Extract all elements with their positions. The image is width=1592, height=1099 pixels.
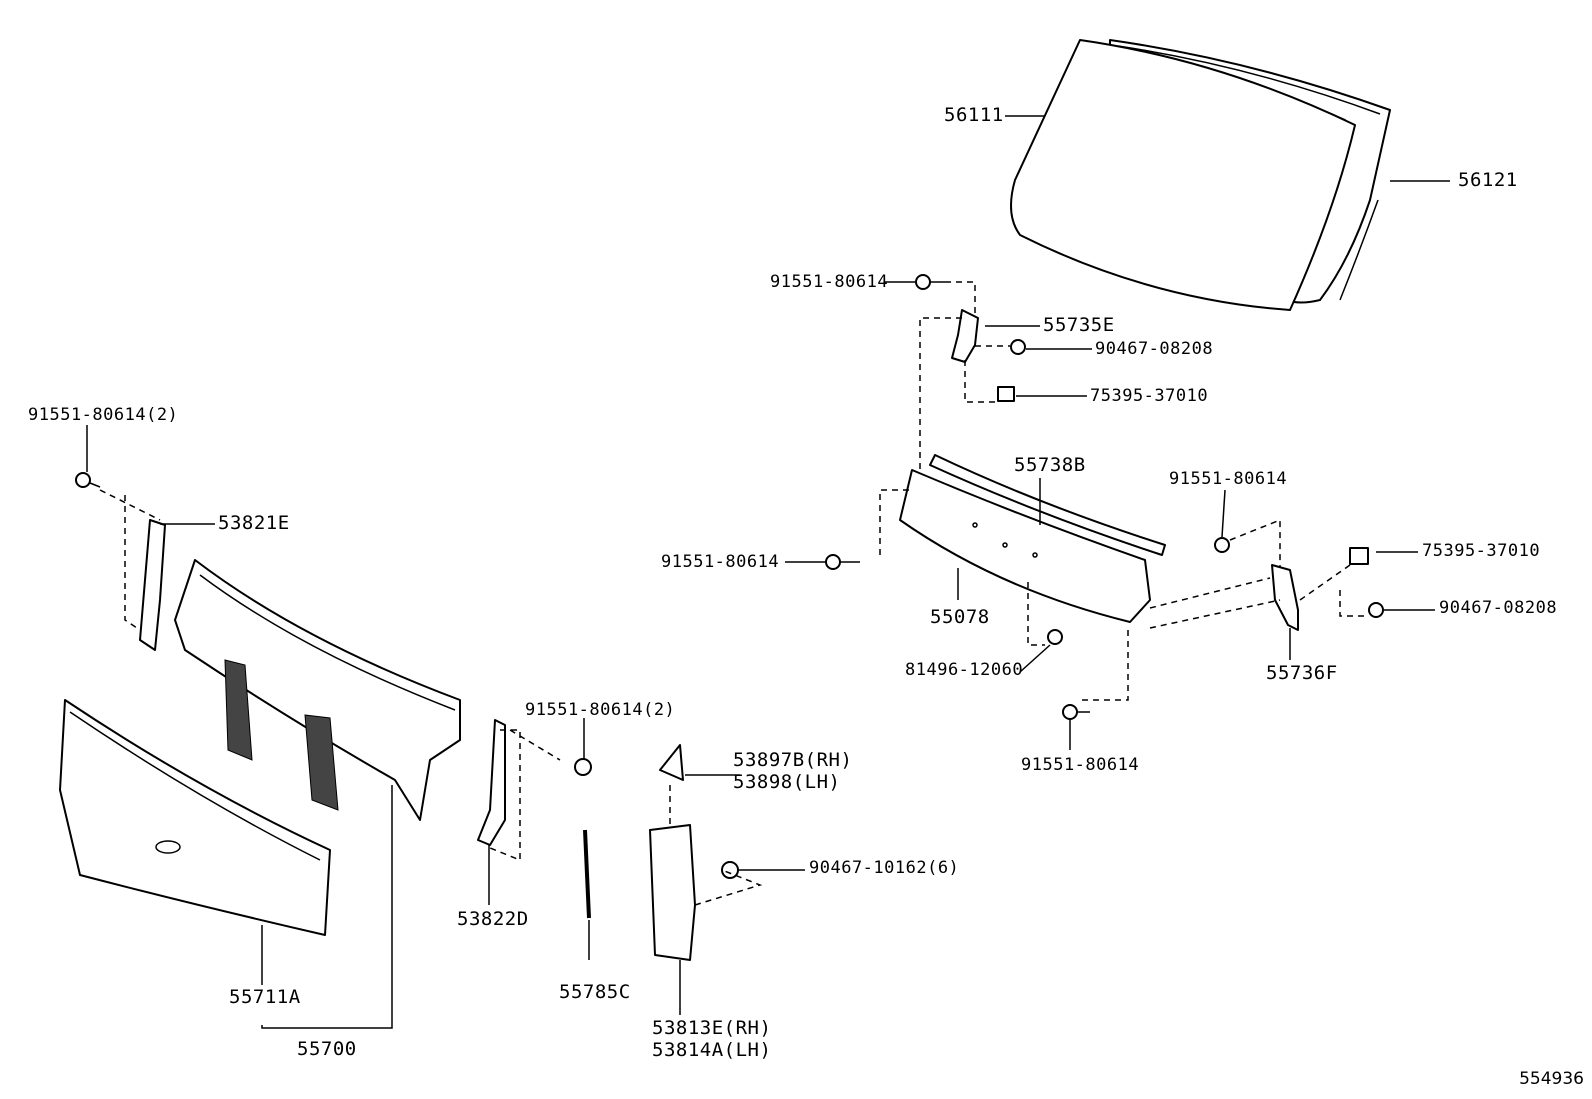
clip-81496	[1047, 629, 1063, 645]
label-55711A: 55711A	[229, 986, 301, 1008]
label-56111: 56111	[944, 104, 1004, 126]
nut-90467-right	[1368, 602, 1384, 618]
label-90467-08208-right: 90467-08208	[1439, 598, 1558, 618]
bolt-91551-left	[75, 472, 101, 488]
bracket-53821E	[139, 519, 166, 651]
label-55736F: 55736F	[1266, 662, 1338, 684]
bolt-91551-left-louver	[825, 554, 860, 570]
label-81496-12060: 81496-12060	[905, 660, 1024, 680]
cowl-side-panel-53813E	[649, 824, 696, 961]
label-90467-10162-6: 90467-10162(6)	[809, 858, 960, 878]
cowl-side-cap-53897B	[659, 744, 684, 781]
label-53813E-53814A: 53813E(RH) 53814A(LH)	[652, 1017, 772, 1062]
label-75395-37010-upper: 75395-37010	[1090, 386, 1209, 406]
label-56121: 56121	[1458, 169, 1518, 191]
cowl-louver-55078	[899, 469, 1151, 623]
label-55700: 55700	[297, 1038, 357, 1060]
label-91551-80614-right: 91551-80614	[1169, 469, 1288, 489]
bolt-91551-center	[574, 758, 592, 776]
label-55738B: 55738B	[1014, 454, 1086, 476]
bolt-91551-upper	[915, 274, 945, 290]
label-91551-80614-louver-lower: 91551-80614	[1021, 755, 1140, 775]
bracket-55736F	[1271, 564, 1299, 631]
label-53813E: 53813E(RH)	[652, 1017, 772, 1039]
bolt-91551-lower-louver	[1062, 704, 1090, 720]
label-91551-80614-2-left: 91551-80614(2)	[28, 405, 179, 425]
bolt-91551-right	[1214, 537, 1230, 553]
label-55735E: 55735E	[1043, 314, 1115, 336]
clip-90467-10162	[721, 861, 739, 879]
label-53897B: 53897B(RH)	[733, 749, 853, 771]
clip-75395-right	[1349, 547, 1369, 565]
label-55785C: 55785C	[559, 981, 631, 1003]
leader-lines	[86, 115, 1450, 1029]
windshield-glass	[1010, 39, 1356, 311]
cowl-ventilator-55711A	[59, 699, 331, 936]
cowl-top-panel-55700	[174, 559, 461, 821]
label-53822D: 53822D	[457, 908, 529, 930]
label-91551-80614-upper: 91551-80614	[770, 272, 889, 292]
clip-75395-upper	[997, 386, 1015, 402]
label-90467-08208-upper: 90467-08208	[1095, 339, 1214, 359]
label-91551-80614-2-center: 91551-80614(2)	[525, 700, 676, 720]
cowl-seal-55738B	[929, 454, 1166, 556]
label-53897B-53898: 53897B(RH) 53898(LH)	[733, 749, 853, 794]
label-91551-80614-louver-left: 91551-80614	[661, 552, 780, 572]
weatherstrip-55785C	[583, 829, 591, 919]
label-55078: 55078	[930, 606, 990, 628]
bracket-53822D	[477, 719, 506, 846]
nut-90467-upper	[1010, 339, 1026, 355]
diagram-reference-number: 554936	[1519, 1069, 1584, 1089]
bracket-55735E	[951, 309, 979, 363]
label-75395-37010-right: 75395-37010	[1422, 541, 1541, 561]
label-53898: 53898(LH)	[733, 770, 841, 793]
label-53821E: 53821E	[218, 512, 290, 534]
label-53814A: 53814A(LH)	[652, 1038, 772, 1061]
